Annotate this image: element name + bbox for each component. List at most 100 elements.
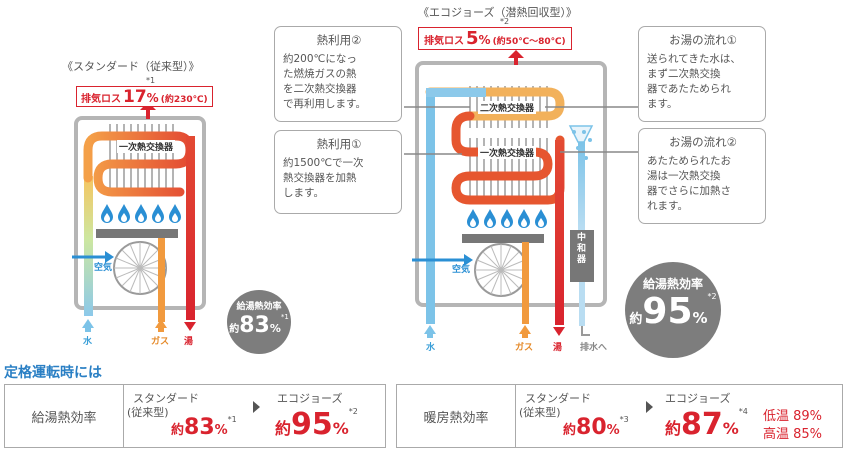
- divider: [515, 385, 516, 447]
- exhaust-note: (約50℃〜80℃): [492, 37, 566, 47]
- hot-label-eco: 湯: [553, 343, 563, 353]
- water-pipe-eco: [426, 92, 435, 324]
- hx1-pipe: [451, 111, 565, 205]
- arrow-right-icon: [646, 401, 653, 413]
- callout-title: お湯の流れ②: [669, 135, 737, 149]
- std-sub-label: (従来型): [127, 406, 169, 419]
- callout-line: あたためられたお: [647, 155, 731, 167]
- callout-line: れます。: [647, 200, 688, 212]
- eco-label: エコジョーズ: [665, 392, 731, 405]
- callout-leaders: [404, 106, 638, 155]
- exhaust-arrow-eco: [508, 50, 524, 58]
- low-temp-efficiency: 低温 89%: [763, 409, 823, 424]
- unit: %: [722, 419, 739, 438]
- water-pipe-standard: [84, 176, 93, 316]
- callout-title: お湯の流れ①: [669, 33, 737, 47]
- footnote-mark: *1: [227, 415, 237, 424]
- heating-efficiency-table: 暖房熱効率 スタンダード (従来型) 約 80 % *3 エコジョーズ 約 87…: [396, 384, 843, 448]
- callout-line: 約1500℃で一次: [283, 157, 364, 169]
- exhaust-label: 排気ロス: [424, 36, 464, 47]
- unit: %: [214, 423, 228, 438]
- efficiency-unit: %: [692, 309, 708, 327]
- ecojozu-heater: [412, 50, 607, 338]
- value: 83: [184, 415, 215, 440]
- efficiency-circle-standard: 給湯熱効率 約 83 % *1: [227, 290, 291, 354]
- callout-water-flow-2: お湯の流れ② あたためられたお 湯は一次熱交換 器でさらに加熱さ れます。: [638, 128, 766, 224]
- efficiency-label: 給湯熱効率: [642, 277, 703, 291]
- callout-line: 約200℃になっ: [283, 53, 357, 65]
- neutralizer-label: 中和器: [577, 233, 587, 265]
- std-value: 約 80 % *3: [563, 415, 629, 440]
- flame-icon: [484, 209, 496, 228]
- hx2-label: 二次熱交換器: [478, 101, 537, 114]
- unit: %: [606, 423, 620, 438]
- air-label-standard: 空気: [94, 263, 113, 273]
- flame-icon: [135, 204, 147, 223]
- eco-title: 《エコジョーズ（潜熱回収型）》: [418, 6, 577, 19]
- eco-value: 約 87 % *4: [665, 407, 748, 442]
- flame-icon: [169, 204, 181, 223]
- prefix: 約: [171, 423, 185, 438]
- callout-line: 送られてきた水は、: [647, 53, 741, 65]
- flame-icon: [501, 209, 513, 228]
- flame-icon: [101, 204, 113, 223]
- callout-heat-use-2: 熱利用② 約200℃になっ た燃焼ガスの熱 を二次熱交換器 で再利用します。: [274, 26, 402, 122]
- flame-icon: [518, 209, 530, 228]
- efficiency-circle-eco: 給湯熱効率 約 95 % *2: [625, 262, 721, 358]
- hot-pipe-standard: [186, 136, 195, 320]
- prefix: 約: [275, 419, 292, 438]
- burner-standard: [96, 229, 178, 238]
- callout-line: 器であたためられ: [647, 83, 731, 95]
- std-label: スタンダード: [525, 392, 591, 405]
- callout-line: 湯は一次熱交換: [647, 170, 721, 182]
- exhaust-unit: %: [478, 33, 491, 47]
- callout-line: します。: [283, 187, 324, 199]
- hx1-label-eco: 一次熱交換器: [478, 146, 537, 159]
- hot-water-efficiency-table: 給湯熱効率 スタンダード (従来型) 約 83 % *1 エコジョーズ 約 95…: [4, 384, 386, 448]
- callout-line: ます。: [647, 98, 678, 110]
- footnote-mark: *3: [619, 415, 629, 424]
- air-label-eco: 空気: [452, 265, 471, 275]
- footnote-mark: *1: [146, 76, 156, 85]
- callout-line: まず二次熱交換: [647, 68, 721, 80]
- efficiency-prefix: 約: [229, 324, 240, 335]
- exhaust-value: 17: [123, 87, 147, 107]
- footnote-mark: *2: [500, 17, 510, 26]
- flames-standard: [100, 203, 182, 225]
- value: 80: [576, 415, 607, 440]
- water-label-standard: 水: [83, 337, 93, 347]
- callout-title: 熱利用①: [316, 137, 362, 151]
- callout-line: 器でさらに加熱さ: [647, 185, 731, 197]
- efficiency-unit: %: [269, 322, 281, 335]
- efficiency-value: 83: [239, 313, 270, 338]
- exhaust-value: 5: [466, 28, 479, 49]
- gas-label-standard: ガス: [151, 337, 170, 347]
- footnote-mark: *2: [707, 292, 717, 301]
- std-sub-label: (従来型): [519, 406, 561, 419]
- hot-label-standard: 湯: [184, 337, 194, 347]
- flame-icon: [535, 209, 547, 228]
- gas-pipe-standard: [158, 238, 165, 322]
- eco-value: 約 95 % *2: [275, 407, 358, 442]
- callout-line: を二次熱交換器: [283, 83, 357, 95]
- divider: [123, 385, 124, 447]
- gas-pipe-eco: [522, 242, 529, 324]
- eco-label: エコジョーズ: [277, 392, 343, 405]
- flames-eco: [466, 208, 548, 230]
- std-value: 約 83 % *1: [171, 415, 237, 440]
- unit: %: [332, 419, 349, 438]
- arrow-right-icon: [253, 401, 260, 413]
- rated-heading: 定格運転時には: [4, 365, 102, 381]
- exhaust-unit: %: [146, 91, 159, 105]
- callout-line: で再利用します。: [283, 98, 366, 110]
- callout-water-flow-1: お湯の流れ① 送られてきた水は、 まず二次熱交換 器であたためられ ます。: [638, 26, 766, 122]
- value: 95: [291, 407, 333, 442]
- prefix: 約: [665, 419, 682, 438]
- hot-pipe-eco: [555, 140, 564, 325]
- high-temp-efficiency: 高温 85%: [763, 427, 823, 442]
- exhaust-note: (約230℃): [160, 95, 208, 105]
- burner-eco: [462, 234, 544, 243]
- drain-label-eco: 排水へ: [580, 343, 608, 353]
- footnote-mark: *4: [738, 407, 748, 416]
